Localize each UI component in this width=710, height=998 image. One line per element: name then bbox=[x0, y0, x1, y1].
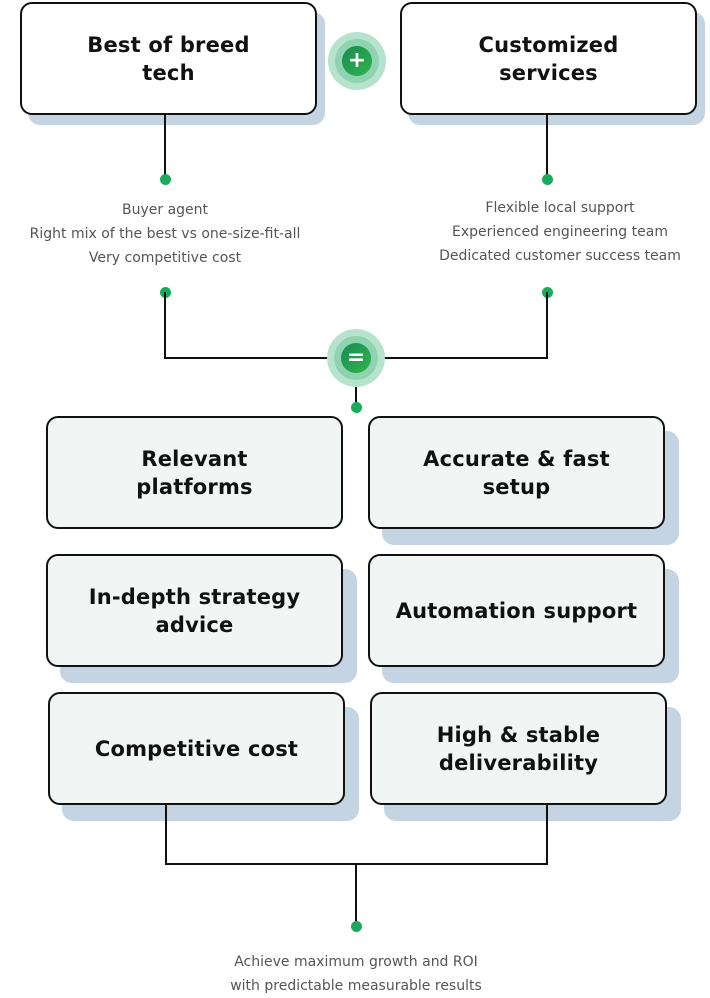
card-title-line: High & stable bbox=[436, 722, 601, 747]
card-title-line: Competitive cost bbox=[94, 736, 299, 761]
card-body: Competitive cost bbox=[48, 692, 345, 805]
card-title: Best of breed tech bbox=[77, 31, 259, 87]
outcome-text: Achieve maximum growth and ROI with pred… bbox=[155, 950, 557, 998]
card-title: High & stable deliverability bbox=[427, 721, 610, 777]
card-body: Automation support bbox=[368, 554, 665, 667]
card-body: Customized services bbox=[400, 2, 697, 115]
connector-line bbox=[165, 805, 167, 865]
connector-dot bbox=[160, 174, 171, 185]
connector-line bbox=[380, 357, 548, 359]
card-title: Relevant platforms bbox=[126, 445, 263, 501]
connector-dot bbox=[351, 921, 362, 932]
connector-dot bbox=[542, 174, 553, 185]
card-title: In-depth strategy advice bbox=[79, 583, 311, 639]
bullet-item: Dedicated customer success team bbox=[439, 248, 681, 264]
bullet-list-customized-services: Flexible local support Experienced engin… bbox=[412, 196, 708, 268]
card-title: Accurate & fast setup bbox=[413, 445, 620, 501]
card-title: Competitive cost bbox=[85, 735, 308, 763]
card-title-line: Automation support bbox=[395, 598, 638, 623]
bullet-item: Flexible local support bbox=[485, 200, 635, 216]
card-body: High & stable deliverability bbox=[370, 692, 667, 805]
plus-icon: + bbox=[342, 46, 372, 76]
plus-operator-ring: + bbox=[335, 39, 379, 83]
card-title: Automation support bbox=[386, 597, 648, 625]
equals-operator: = bbox=[327, 329, 385, 387]
card-title-line: Relevant bbox=[141, 446, 248, 471]
bullet-item: Buyer agent bbox=[121, 202, 209, 218]
outcome-line: Achieve maximum growth and ROI bbox=[234, 954, 478, 970]
card-body: Best of breed tech bbox=[20, 2, 317, 115]
connector-line bbox=[164, 292, 166, 359]
connector-line bbox=[546, 115, 548, 179]
card-title-line: platforms bbox=[136, 474, 253, 499]
bullet-item: Experienced engineering team bbox=[452, 224, 668, 240]
card-body: Accurate & fast setup bbox=[368, 416, 665, 529]
card-title-line: tech bbox=[142, 60, 195, 85]
card-title-line: setup bbox=[482, 474, 551, 499]
card-title-line: In-depth strategy bbox=[88, 584, 301, 609]
card-title: Customized services bbox=[469, 31, 629, 87]
connector-line bbox=[355, 387, 357, 407]
connector-line bbox=[164, 115, 166, 179]
bullet-list-best-of-breed: Buyer agent Right mix of the best vs one… bbox=[0, 198, 330, 270]
card-body: Relevant platforms bbox=[46, 416, 343, 529]
connector-line bbox=[164, 357, 334, 359]
outcome-line: with predictable measurable results bbox=[230, 978, 482, 994]
card-title-line: Accurate & fast bbox=[423, 446, 610, 471]
card-title-line: deliverability bbox=[438, 750, 599, 775]
equals-icon: = bbox=[341, 343, 371, 373]
card-title-line: advice bbox=[155, 612, 234, 637]
equals-operator-ring: = bbox=[334, 336, 378, 380]
card-title-line: services bbox=[499, 60, 598, 85]
plus-operator: + bbox=[328, 32, 386, 90]
bullet-item: Right mix of the best vs one-size-fit-al… bbox=[29, 226, 301, 242]
connector-dot bbox=[351, 402, 362, 413]
connector-line bbox=[355, 863, 357, 925]
card-title-line: Best of breed bbox=[87, 32, 250, 57]
card-body: In-depth strategy advice bbox=[46, 554, 343, 667]
connector-line bbox=[546, 805, 548, 865]
bullet-item: Very competitive cost bbox=[88, 250, 242, 266]
card-title-line: Customized bbox=[478, 32, 619, 57]
connector-line bbox=[546, 292, 548, 359]
